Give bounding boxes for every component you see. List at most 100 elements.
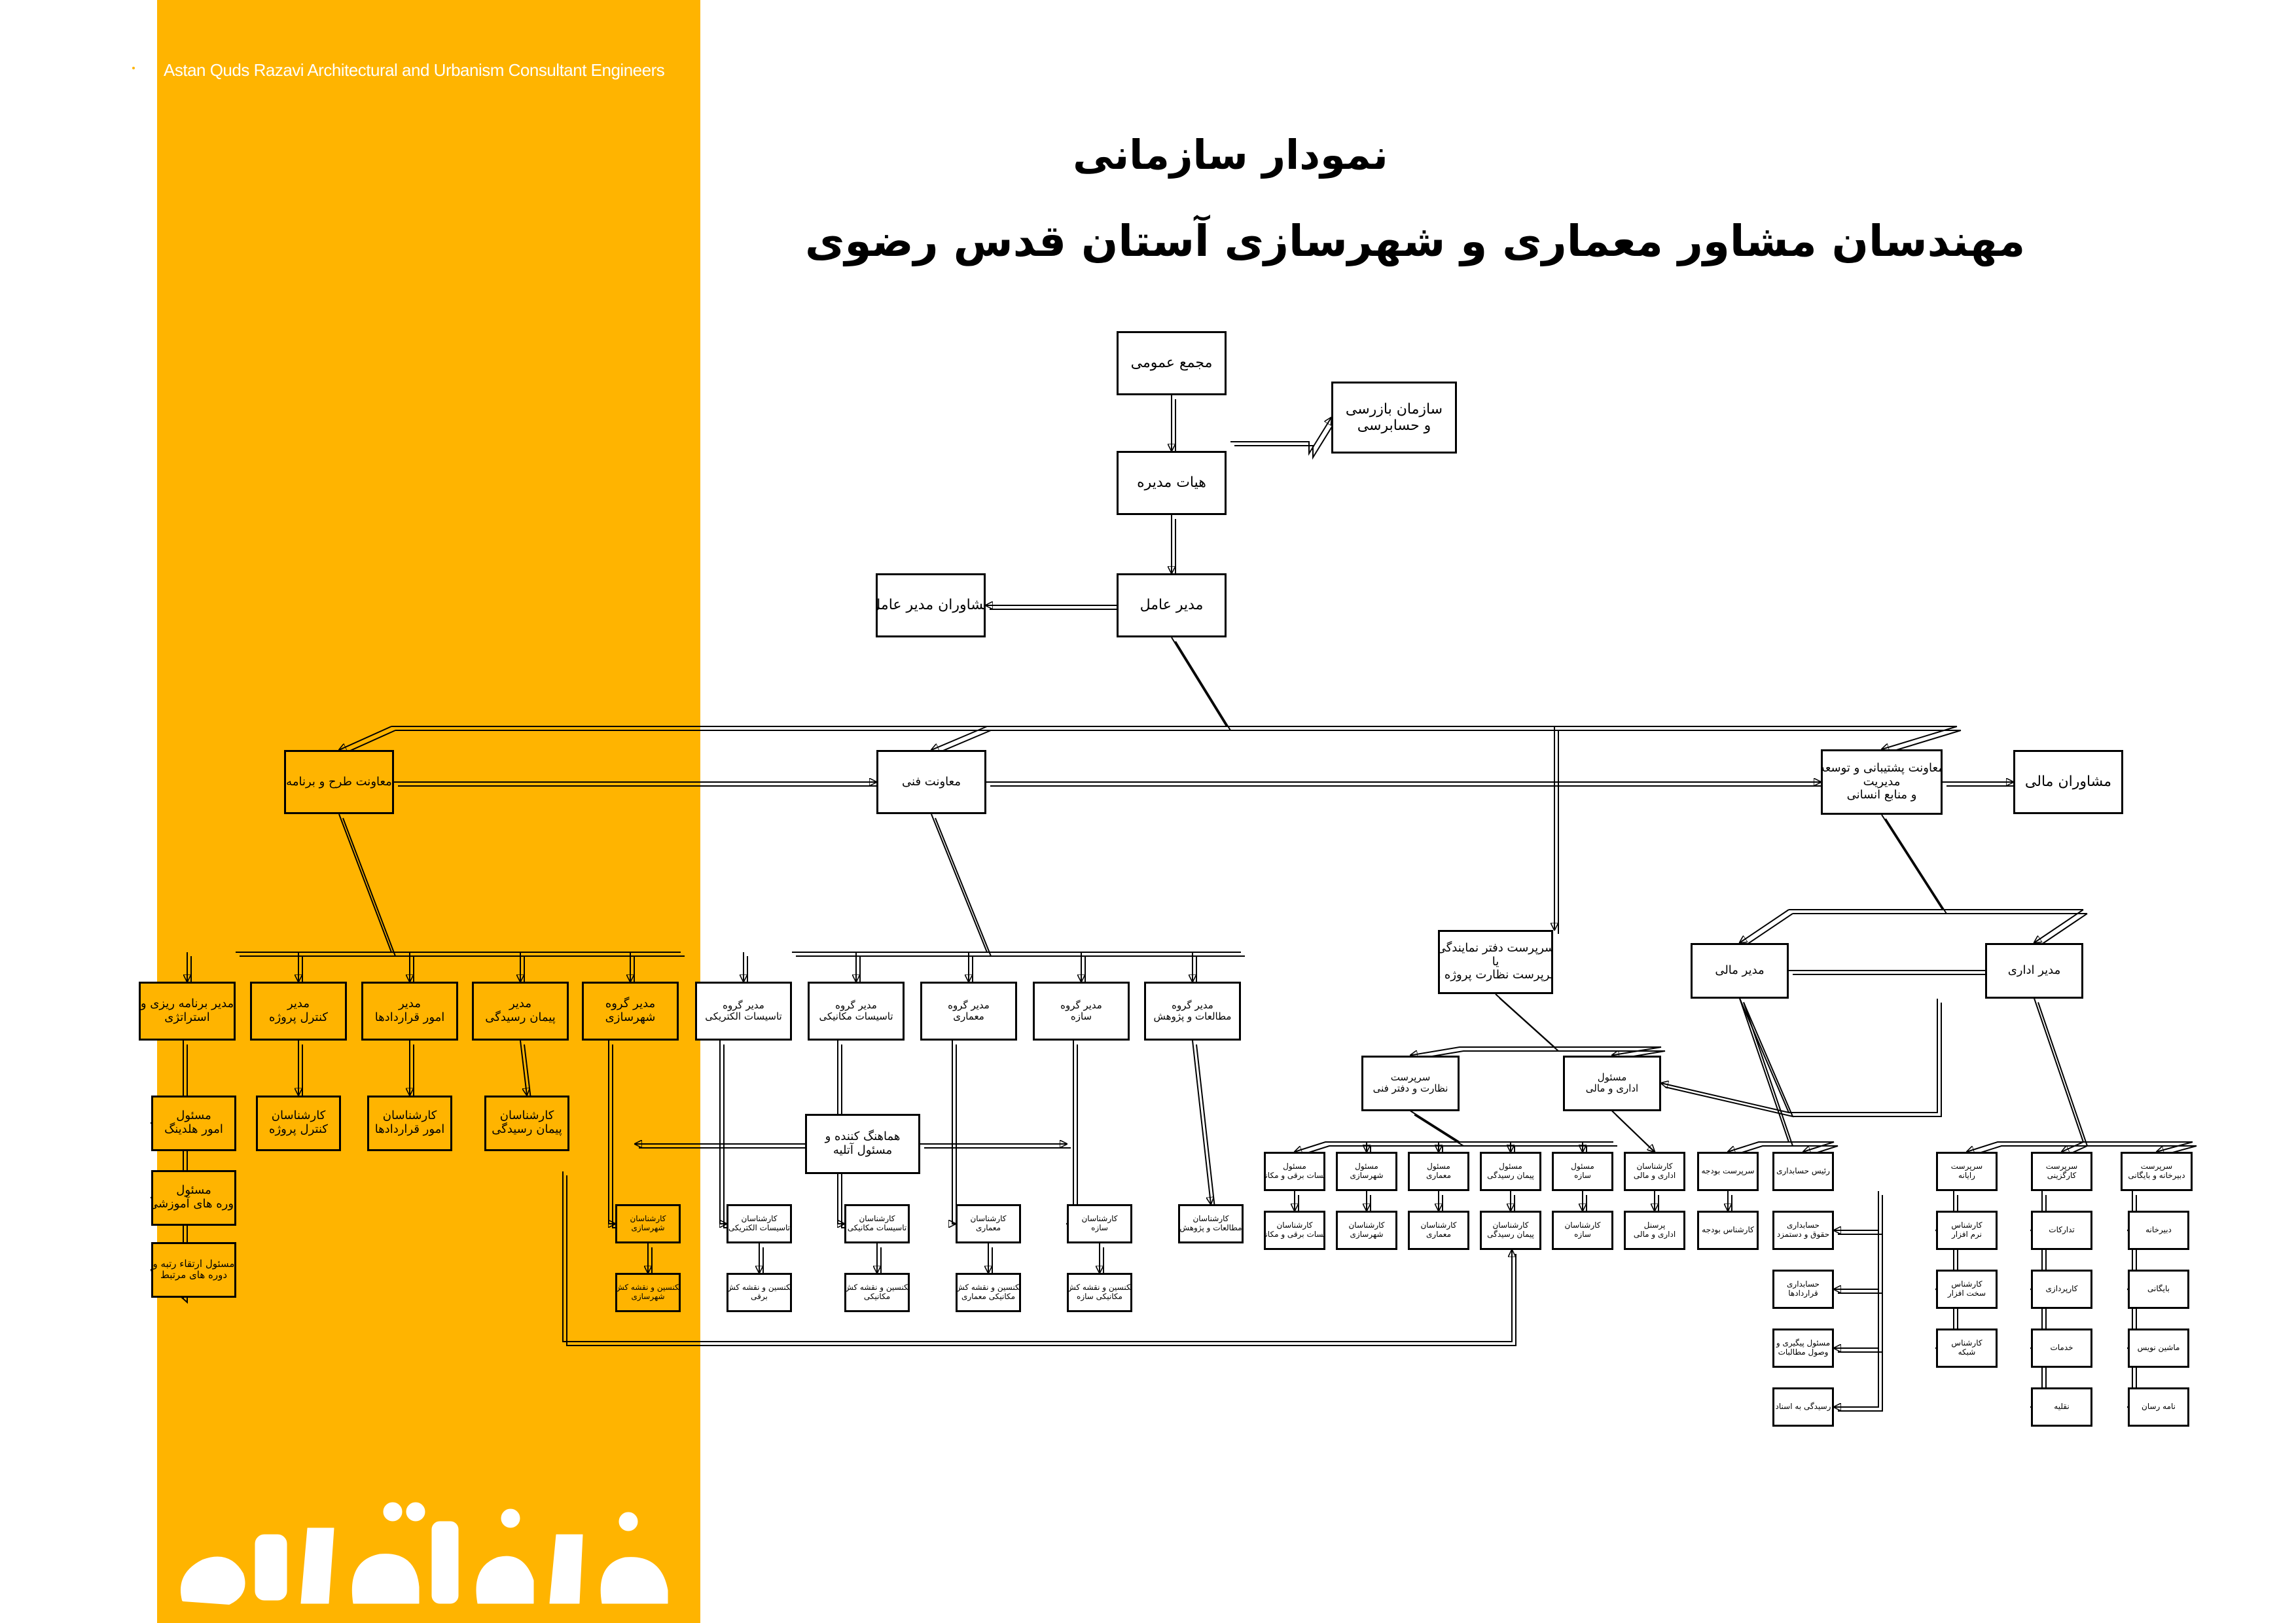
node-label-line: استراتژی xyxy=(164,1010,210,1024)
node-label-line: مکانیکی سازه xyxy=(1077,1292,1122,1301)
node-label-line: نرم افزار xyxy=(1951,1230,1982,1239)
node-label-line: کارشناسان xyxy=(1564,1221,1601,1230)
accent-band xyxy=(157,0,700,1623)
node-budget-sup: سرپرست بودجه xyxy=(1697,1152,1759,1191)
node-label-line: تاسیسات مکانیکی xyxy=(847,1223,907,1232)
node-hr-procurement: تدارکات xyxy=(2031,1211,2092,1250)
node-label-line: و حسابرسی xyxy=(1357,418,1431,434)
node-label-line: مسئول آتلیه xyxy=(833,1143,893,1157)
node-label-line: اداری و مالی xyxy=(1633,1230,1676,1239)
node-label-line: مدیر xyxy=(287,997,310,1011)
node-ceo-advisors: مشاوران مدیر عامل xyxy=(876,573,986,637)
node-label-line: تاسیسات برقی و مکانیکی xyxy=(1265,1230,1325,1239)
node-label-line: معماری xyxy=(1426,1171,1451,1180)
node-rep-office: سرپرست دفتر نمایندگییاسرپرست نظارت پروژه… xyxy=(1438,930,1553,994)
node-label-line: تکنسین و نقشه کش xyxy=(844,1283,910,1293)
node-label-line: مدیر گروه xyxy=(948,999,990,1011)
node-label-line: امور قراردادها xyxy=(374,1010,445,1024)
node-label-line: کارشناسان xyxy=(970,1214,1007,1224)
node-label-line: مکانیکی xyxy=(863,1292,891,1301)
node-label-line: سرپرست xyxy=(1950,1162,1983,1171)
logo-calligraphy-icon xyxy=(181,1502,668,1605)
node-r-mech-elec: مسئولتاسیسات برقی و مکانیکی xyxy=(1264,1152,1325,1191)
node-label-line: مسئول xyxy=(1355,1162,1378,1171)
node-label-line: تدارکات xyxy=(2049,1225,2075,1235)
node-label-line: دوره های آموزشی xyxy=(151,1197,236,1211)
node-label-line: تاسیسات برقی و مکانیکی xyxy=(1265,1171,1325,1180)
node-label-line: کارشناس xyxy=(1951,1221,1982,1230)
node-label-line: هماهنگ کننده و xyxy=(825,1130,901,1144)
node-label-line: مشاوران مالی xyxy=(2024,774,2112,791)
node-label-line: مدیر گروه xyxy=(835,999,877,1011)
node-label-line: مشاوران مدیر عامل xyxy=(876,597,986,614)
node-label-line: دبیرخانه و بایگانی xyxy=(2128,1171,2185,1180)
node-label-line: کارشناس xyxy=(1951,1338,1982,1348)
node-label-line: تاسیسات الکتریکی xyxy=(728,1223,790,1232)
node-label-line: معاونت پشتیبانی و توسعه xyxy=(1821,760,1943,775)
node-hr-clerical: کارپردازی xyxy=(2031,1270,2092,1309)
node-general-assembly: مجمع عمومی xyxy=(1117,331,1227,395)
node-label-line: سازه xyxy=(1091,1223,1108,1232)
node-label-line: مسئول xyxy=(176,1109,211,1123)
node-board: هیات مدیره xyxy=(1117,451,1227,515)
node-label-line: شهرسازی xyxy=(1350,1230,1384,1239)
node-label-line: کنترل پروژه xyxy=(269,1122,328,1136)
node-doc-review: رسیدگی به اسناد xyxy=(1772,1387,1834,1427)
node-label-line: مسئول ارتقاء رتبه و xyxy=(152,1257,235,1270)
node-label-line: مسئول xyxy=(1597,1071,1627,1083)
node-label-line: کارشناس بودجه xyxy=(1702,1225,1754,1235)
node-label-line: و منابع انسانی xyxy=(1846,788,1917,802)
node-fin-manager: مدیر مالی xyxy=(1691,942,1789,999)
node-label-line: خدمات xyxy=(2050,1343,2073,1353)
node-label-line: دوره های مرتبط xyxy=(160,1269,228,1281)
node-label-line: کارشناسان xyxy=(1348,1221,1385,1230)
node-label-line: شهرسازی xyxy=(1350,1171,1384,1180)
node-label-line: اداری و مالی xyxy=(1585,1082,1639,1094)
node-label-line: سازمان بازرسی xyxy=(1345,401,1443,418)
node-label-line: رئیس حسابداری xyxy=(1776,1166,1830,1176)
node-label-line: کارشناسان xyxy=(1081,1214,1118,1224)
node-label-line: تکنسین و نقشه کش xyxy=(1067,1283,1132,1293)
node-budget-exp: کارشناس بودجه xyxy=(1697,1211,1759,1250)
node-label-line: مسئول xyxy=(1571,1162,1594,1171)
node-label-line: امور قراردادها xyxy=(374,1122,445,1136)
node-label-line: کارشناسان xyxy=(499,1109,554,1123)
node-sec-courier: نامه رسان xyxy=(2128,1387,2189,1427)
node-label-line: سرپرست نظارت پروژه ها xyxy=(1440,968,1551,982)
node-label-line: شهرسازی xyxy=(631,1223,665,1232)
node-label-line: کارپردازی xyxy=(2045,1284,2078,1294)
node-label-line: مکانیکی معماری xyxy=(961,1292,1016,1301)
node-label-line: حقوق و دستمزد xyxy=(1776,1230,1830,1239)
node-label-line: مدیر گروه xyxy=(1060,999,1102,1011)
node-label-line: معاونت طرح و برنامه xyxy=(286,774,392,789)
node-label-line: معماری xyxy=(976,1223,1001,1232)
node-label-line: تاسیسات الکتریکی xyxy=(705,1010,782,1022)
firm-name: Astan Quds Razavi Architectural and Urba… xyxy=(164,60,665,80)
node-label-line: تاسیسات مکانیکی xyxy=(819,1010,893,1022)
node-label-line: کارشناسان xyxy=(271,1109,326,1123)
node-label-line: سرپرست بودجه xyxy=(1701,1166,1755,1176)
node-label-line: کارشناسان xyxy=(1492,1221,1529,1230)
node-label-line: رایانه xyxy=(1958,1171,1975,1180)
node-label-line: اداری و مالی xyxy=(1633,1171,1676,1180)
